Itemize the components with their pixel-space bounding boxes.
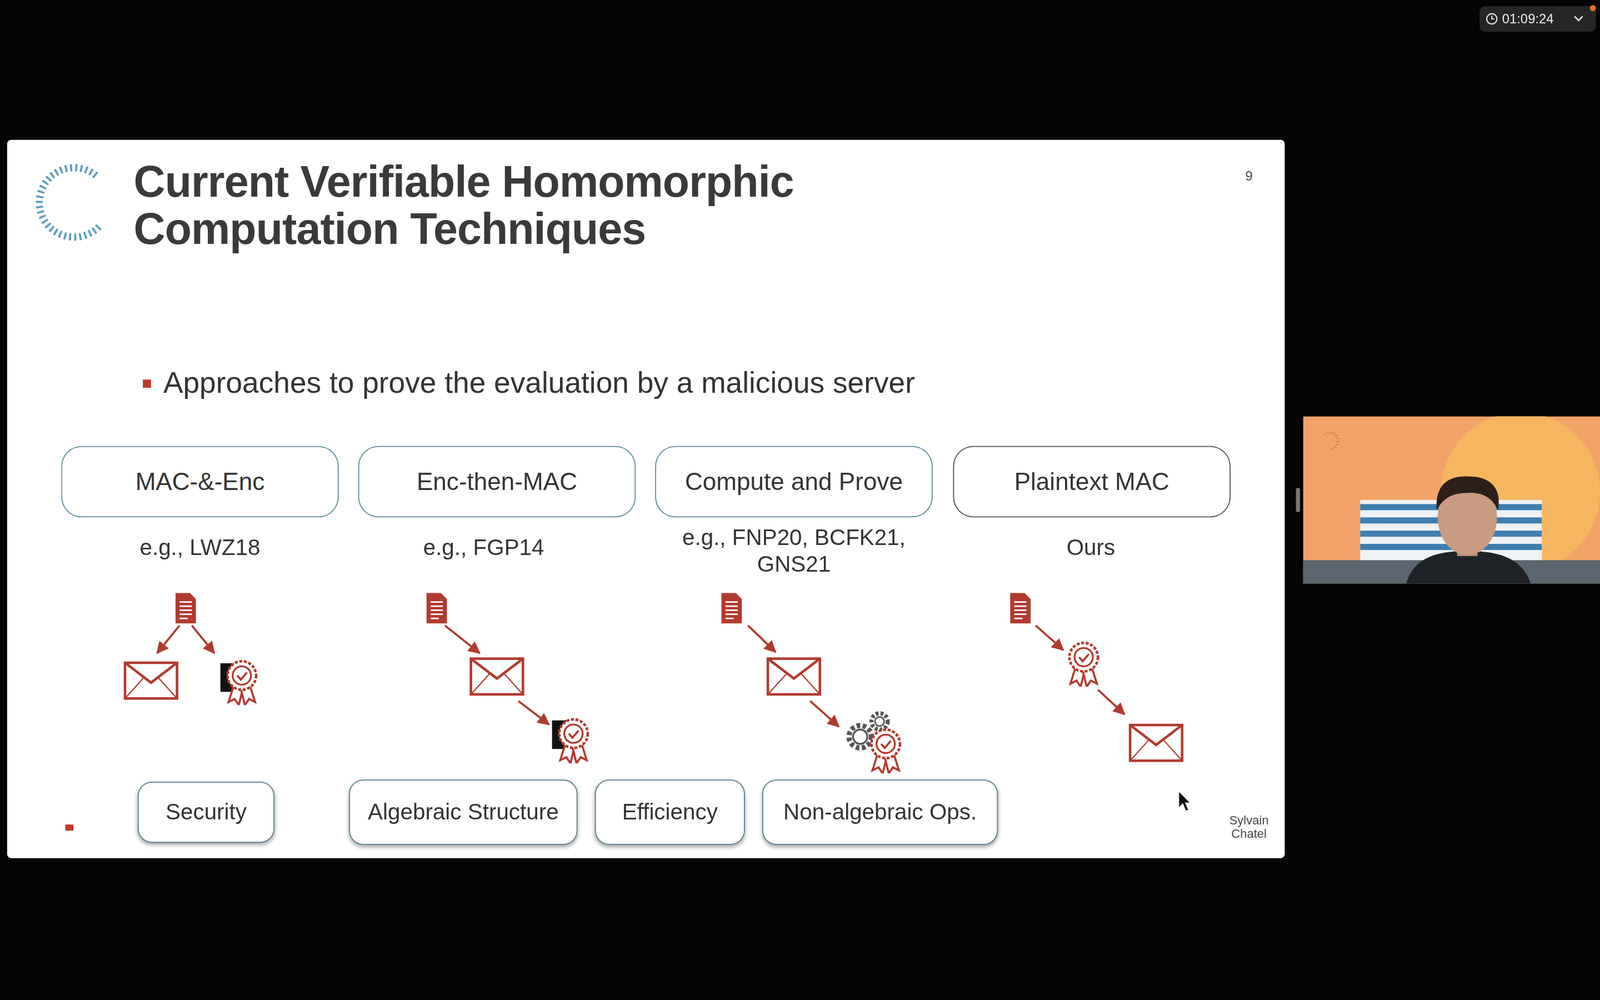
compute-and-prove-illustration <box>721 592 900 774</box>
slide-title: Current Verifiable Homomorphic Computati… <box>133 158 869 253</box>
approach-box: Enc-then-MAC <box>358 446 637 518</box>
drawback-box: Efficiency <box>595 779 745 845</box>
mac-and-enc-illustration <box>125 592 257 705</box>
status-dot <box>1590 5 1597 12</box>
timer-pill <box>1479 6 1596 32</box>
footer-mark <box>65 824 74 831</box>
box-label: Enc-then-MAC <box>416 467 578 496</box>
bullet-square <box>142 379 152 388</box>
drawback-box: Non-algebraic Ops. <box>762 779 998 845</box>
box-label: Efficiency <box>622 798 718 826</box>
drawback-box: Security <box>137 781 275 843</box>
slide-background <box>7 140 1285 859</box>
clock-icon <box>1486 13 1497 24</box>
example-refs: e.g., LWZ18 <box>97 534 302 562</box>
approach-box: Plaintext MAC <box>953 446 1232 518</box>
bullet-text: Approaches to prove the evaluation by a … <box>163 365 1082 402</box>
plaintext-mac-illustration <box>1010 592 1182 761</box>
approach-box: Compute and Prove <box>655 446 933 518</box>
box-label: Compute and Prove <box>685 467 903 496</box>
example-refs: Ours <box>1040 534 1143 562</box>
box-label: MAC-&-Enc <box>135 467 265 496</box>
splitter-handle <box>1296 487 1300 513</box>
page-number: 9 <box>1238 168 1260 185</box>
example-refs: e.g., FNP20, BCFK21, GNS21 <box>661 524 927 578</box>
author-name: Sylvain Chatel <box>1220 814 1278 842</box>
chevron-icon <box>1574 16 1583 20</box>
timer-text: 01:09:24 <box>1502 11 1570 28</box>
box-label: Plaintext MAC <box>1014 467 1170 496</box>
clock-hand <box>1491 15 1495 19</box>
box-label: Non-algebraic Ops. <box>783 798 977 826</box>
box-label: Algebraic Structure <box>367 798 559 826</box>
box-label: Security <box>165 798 247 826</box>
drawback-box: Algebraic Structure <box>348 779 578 845</box>
video-tile <box>1303 416 1600 584</box>
slide-logo <box>39 167 99 238</box>
approach-box: MAC-&-Enc <box>61 446 339 518</box>
example-refs: e.g., FGP14 <box>381 534 586 562</box>
mouse-cursor <box>1178 790 1191 812</box>
enc-then-mac-illustration <box>426 592 588 764</box>
